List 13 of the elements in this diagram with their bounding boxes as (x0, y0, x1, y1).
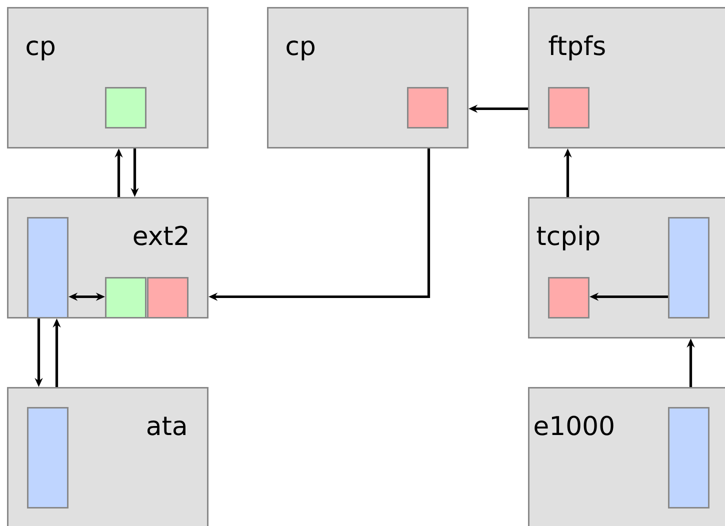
module-box: cp (267, 7, 468, 148)
buffer-square (548, 87, 590, 128)
buffer-square (548, 277, 590, 318)
buffer-square (105, 277, 146, 318)
module-box: cp (7, 7, 208, 148)
buffer-bar (27, 407, 68, 508)
buffer-bar (668, 217, 710, 318)
buffer-square (105, 87, 146, 128)
buffer-square (147, 277, 188, 318)
module-box: ftpfs (528, 7, 725, 148)
buffer-bar (668, 407, 710, 508)
buffer-square (407, 87, 448, 128)
buffer-bar (27, 217, 68, 318)
